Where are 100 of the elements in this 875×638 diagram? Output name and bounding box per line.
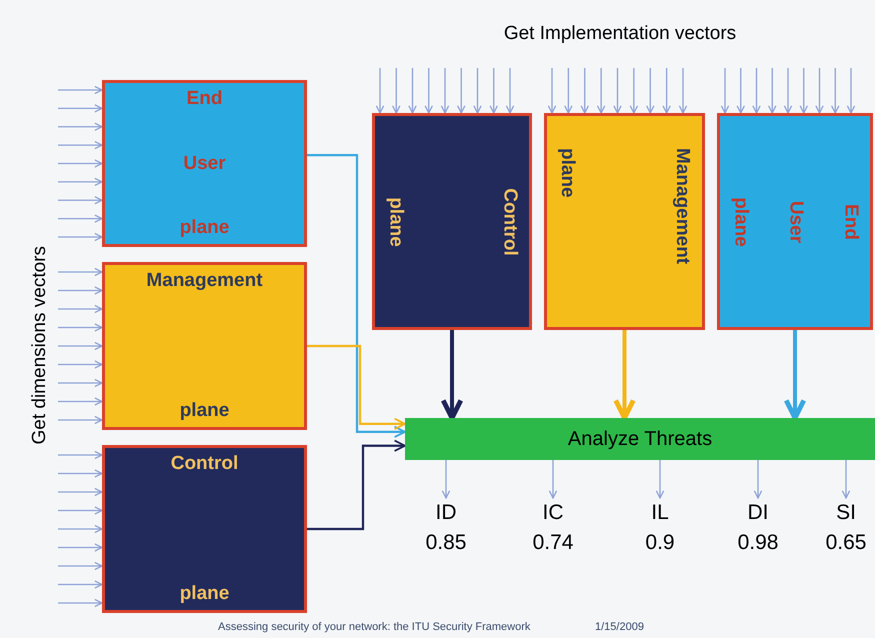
arrow — [656, 460, 664, 499]
arrow — [424, 68, 433, 114]
arrow — [58, 214, 103, 223]
arrow — [376, 68, 384, 114]
arrow — [58, 598, 103, 608]
arrow — [646, 68, 654, 114]
metric-name: IC — [542, 500, 564, 526]
arrow — [58, 378, 103, 388]
plane-box — [717, 113, 873, 330]
arrow — [842, 460, 850, 499]
plane-label: Management — [671, 148, 694, 264]
arrow — [58, 304, 103, 314]
plane-label: plane — [728, 196, 752, 246]
metric-value: 0.74 — [532, 530, 574, 556]
arrow — [58, 469, 103, 478]
arrow — [58, 178, 103, 186]
arrow — [564, 68, 573, 114]
arrow — [307, 440, 406, 530]
arrow — [58, 323, 103, 332]
arrow — [58, 506, 103, 515]
arrow — [815, 68, 824, 114]
plane-label: Management — [146, 269, 263, 293]
arrow — [440, 330, 464, 420]
arrow — [58, 416, 103, 424]
arrow — [473, 68, 482, 114]
arrow — [831, 68, 840, 114]
plane-box — [544, 113, 705, 330]
plane-label: Control — [498, 188, 521, 256]
arrow — [58, 360, 103, 369]
arrow — [58, 342, 103, 350]
arrow — [457, 68, 466, 114]
arrow — [548, 460, 558, 499]
footer-text: Assessing security of your network: the ITU Security Framework — [218, 620, 530, 635]
arrow — [613, 330, 636, 420]
plane-label: plane — [556, 148, 579, 198]
arrow — [736, 68, 745, 114]
arrow — [678, 68, 688, 114]
plane-label: End — [186, 87, 222, 111]
arrow — [58, 104, 103, 113]
axis-heading: Get dimensions vectors — [28, 246, 51, 444]
arrow — [784, 330, 806, 420]
arrow — [548, 68, 556, 114]
arrow — [58, 232, 103, 242]
arrow — [58, 140, 103, 150]
arrow — [408, 68, 417, 114]
arrow — [768, 68, 776, 114]
arrow — [784, 68, 792, 114]
footer-date: 1/15/2009 — [595, 620, 644, 635]
plane-label: plane — [180, 399, 230, 423]
metric-name: ID — [436, 500, 456, 526]
metric-value: 0.9 — [645, 530, 675, 556]
arrow — [58, 196, 103, 204]
plane-label: plane — [384, 196, 407, 246]
metric-name: IL — [651, 500, 669, 526]
plane-box — [372, 113, 532, 330]
plane-label: plane — [180, 582, 230, 606]
arrow — [307, 344, 406, 430]
arrow — [613, 68, 622, 114]
axis-heading: Get Implementation vectors — [502, 22, 738, 46]
plane-label: Control — [170, 452, 238, 476]
arrow — [440, 68, 450, 114]
arrow — [720, 68, 730, 114]
plane-label: User — [183, 152, 226, 176]
process-bar — [405, 418, 875, 460]
arrow — [754, 460, 762, 499]
process-label: Analyze Threats — [568, 427, 712, 452]
arrow — [58, 268, 103, 276]
arrow — [58, 580, 103, 589]
arrow — [800, 68, 808, 114]
arrow — [58, 488, 103, 496]
plane-box — [102, 262, 307, 430]
arrow — [307, 154, 406, 438]
arrow — [506, 68, 514, 114]
arrow — [442, 460, 450, 499]
metric-value: 0.65 — [826, 530, 866, 556]
plane-label: plane — [180, 216, 230, 240]
plane-label: End — [839, 204, 862, 240]
metric-name: DI — [748, 500, 768, 526]
arrow — [630, 68, 638, 114]
arrow — [58, 524, 103, 534]
arrow — [596, 68, 606, 114]
arrow — [58, 543, 103, 552]
arrow — [490, 68, 498, 114]
metric-name: SI — [836, 500, 856, 526]
plane-box — [102, 80, 307, 247]
arrow — [58, 86, 103, 94]
arrow — [58, 450, 103, 460]
arrow — [58, 159, 103, 168]
arrow — [580, 68, 589, 114]
arrow — [58, 286, 103, 295]
plane-box — [102, 445, 307, 613]
plane-label: User — [784, 200, 807, 243]
arrow — [58, 562, 103, 570]
arrow — [846, 68, 856, 114]
metric-value: 0.85 — [426, 530, 466, 556]
arrow — [58, 122, 103, 131]
arrow — [392, 68, 400, 114]
arrow — [752, 68, 761, 114]
arrow — [58, 397, 103, 406]
arrow — [662, 68, 671, 114]
